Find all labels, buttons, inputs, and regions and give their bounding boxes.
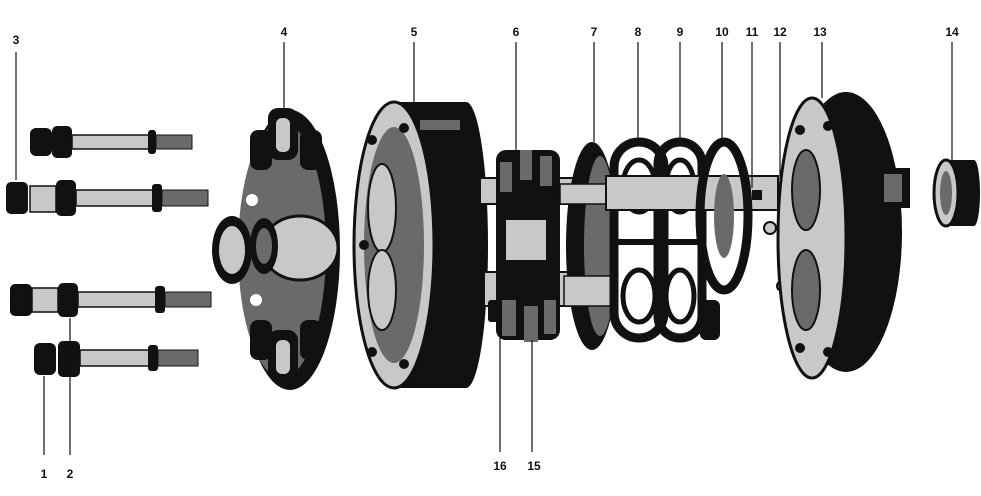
callout-6: 6 [513, 25, 520, 39]
diaphragm [695, 137, 753, 340]
callout-10: 10 [715, 25, 729, 39]
callout-15: 15 [527, 459, 541, 473]
bolt-second [6, 180, 209, 216]
shaft-seal [932, 158, 980, 228]
leader-lines [15, 42, 953, 455]
callout-labels: 3 4 5 6 7 8 9 10 11 12 13 14 1 2 16 15 [13, 25, 959, 481]
mounting-flange [776, 92, 910, 380]
callout-14: 14 [945, 25, 959, 39]
callout-1: 1 [41, 467, 48, 481]
bolt-third [10, 283, 212, 317]
callout-16: 16 [493, 459, 507, 473]
check-ball [763, 221, 777, 235]
end-cover [212, 108, 340, 390]
bolt-bottom [34, 341, 199, 377]
callout-7: 7 [591, 25, 598, 39]
bolt-group [6, 126, 212, 377]
callout-8: 8 [635, 25, 642, 39]
bolt-top [30, 126, 193, 158]
callout-2: 2 [67, 467, 74, 481]
callout-11: 11 [746, 25, 759, 39]
pump-body [352, 100, 488, 390]
callout-3: 3 [13, 33, 20, 47]
callout-12: 12 [773, 25, 787, 39]
shaft-key [752, 190, 762, 200]
callout-4: 4 [281, 25, 288, 39]
callout-13: 13 [813, 25, 827, 39]
callout-5: 5 [411, 25, 418, 39]
callout-9: 9 [677, 25, 684, 39]
